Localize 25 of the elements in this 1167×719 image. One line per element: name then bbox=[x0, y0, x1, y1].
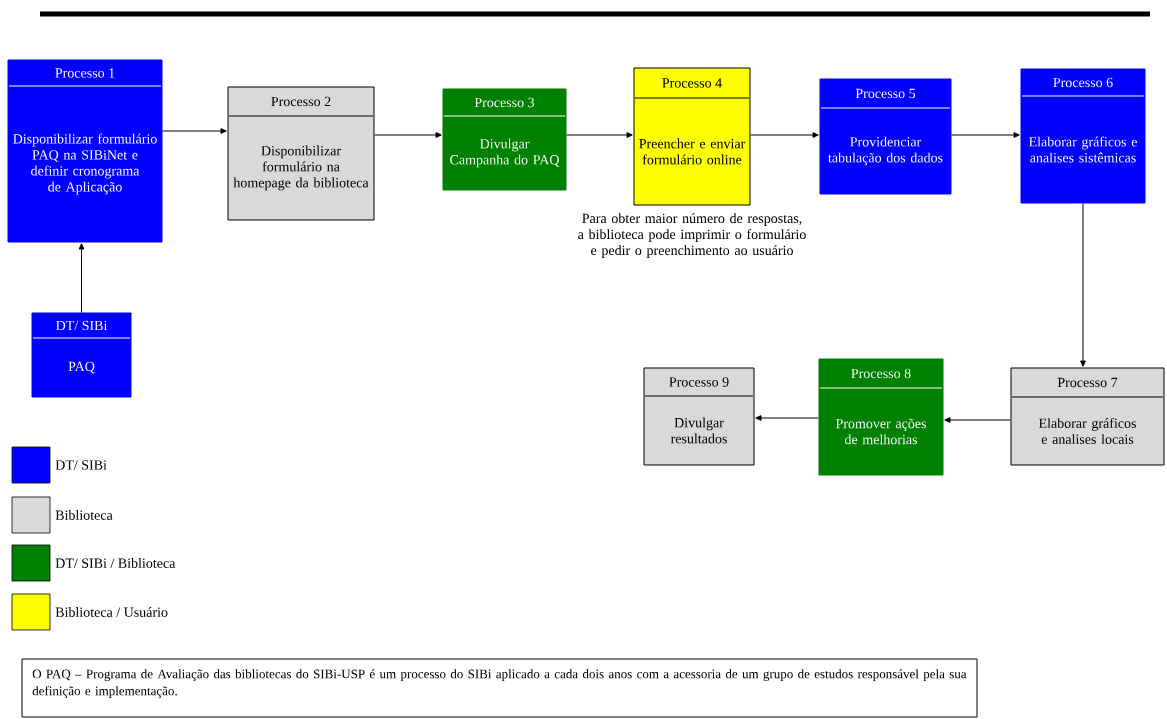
process-box: Processo 9 Divulgar resultados bbox=[643, 367, 755, 466]
process-box: Processo 4 Preencher e enviar formulário online bbox=[633, 67, 751, 206]
legend-label: DT/ SIBi bbox=[55, 460, 107, 470]
process-box: Processo 6 Elaborar gráficos e analises sistêmicas bbox=[1020, 68, 1146, 204]
process-box: Processo 5 Providenciar tabulação dos dados bbox=[819, 78, 952, 195]
process-box: Processo 3 Divulgar Campanha do PAQ bbox=[442, 88, 567, 191]
legend-label: Biblioteca bbox=[55, 510, 113, 520]
process-box: Processo 8 Promover ações de melhorias bbox=[818, 358, 944, 476]
process-box: Processo 2 Disponibilizar formulário na homepage da biblioteca bbox=[227, 86, 375, 221]
arrow bbox=[162, 128, 227, 134]
arrow bbox=[944, 417, 1011, 423]
process-box: Processo 1 Disponibilizar formulário PAQ na SIBiNet e definir cronograma de Aplicação bbox=[7, 59, 163, 243]
legend-label: DT/ SIBi / Biblioteca bbox=[55, 558, 176, 568]
arrow bbox=[750, 132, 819, 138]
legend-label: Biblioteca / Usuário bbox=[55, 607, 168, 617]
arrow bbox=[1080, 203, 1086, 367]
note-box: O PAQ – Programa de Avaliação das bibliotecas do SIBi-USP é um processo do SIBi aplicado a cada dois anos com a acessoria de um grupo de estudos responsável pela sua definição e implementação. bbox=[21, 658, 978, 718]
arrow bbox=[78, 243, 85, 313]
arrow bbox=[951, 132, 1020, 138]
arrow bbox=[755, 415, 819, 421]
process-box: Processo 7 Elaborar gráficos e analises locais bbox=[1010, 367, 1165, 466]
note-text: Para obter maior número de respostas, a biblioteca pode imprimir o formulário e pedir o preenchimento ao usuário bbox=[578, 213, 806, 258]
arrow bbox=[374, 132, 442, 138]
process-box: DT/ SIBi PAQ bbox=[31, 312, 132, 398]
arrow bbox=[566, 132, 633, 138]
